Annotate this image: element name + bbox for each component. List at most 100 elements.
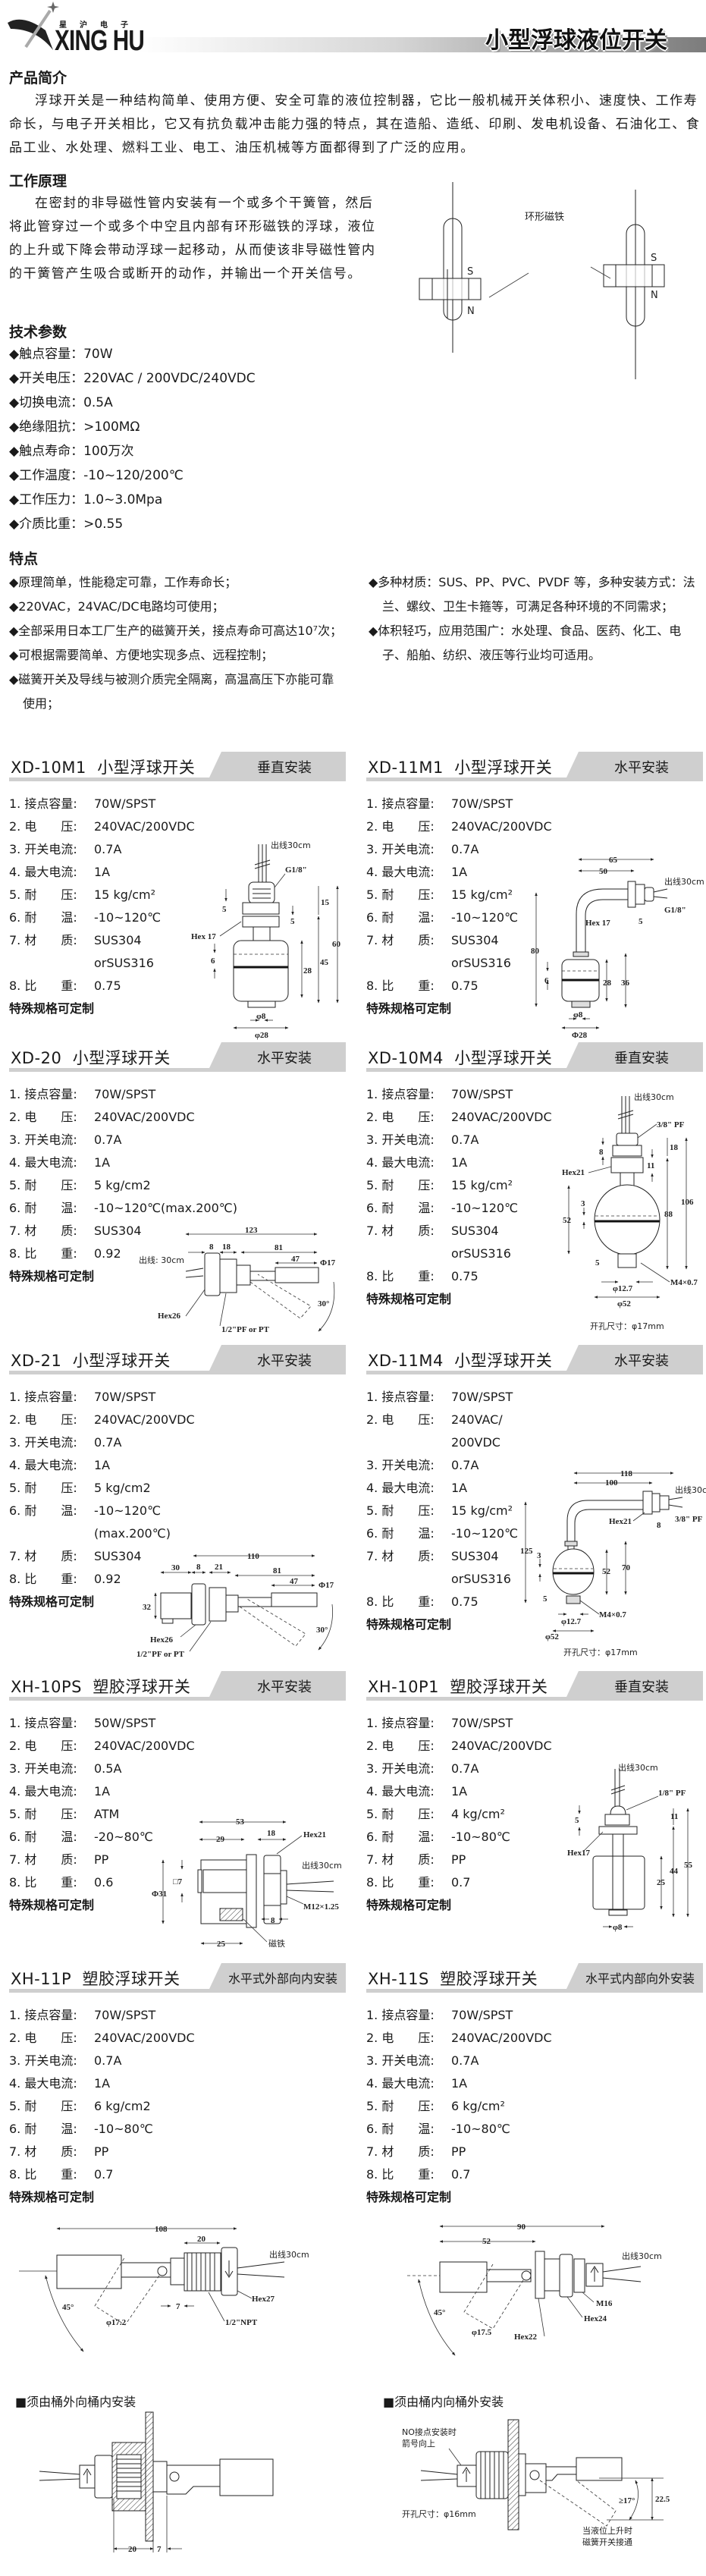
spec-value: 70W/SPST [94, 1087, 156, 1101]
spec-value: 0.7A [94, 1132, 122, 1147]
spec-value: -10~80℃ [451, 2122, 510, 2136]
custom-spec-note: 特殊规格可定制 [9, 1001, 95, 1016]
spec-row: 8. 比 重:0.75 [366, 1591, 703, 1613]
spec-row: 5. 耐 压:6 kg/cm² [366, 2095, 703, 2118]
spec-row: 2. 电 压:240VAC/200VDC [9, 1735, 346, 1758]
spec-row: 6. 耐 温:-20~80℃ [9, 1826, 346, 1849]
dim-label: 20 [197, 2235, 206, 2244]
mount-type-label: 垂直安装 [257, 760, 312, 776]
spec-label: 6. 耐 温: [9, 1503, 77, 1518]
spec-value: -10~120℃ [451, 910, 519, 925]
spec-label: 5. 耐 压: [9, 1178, 77, 1192]
spec-row: 4. 最大电流:1A [9, 2072, 346, 2095]
spacer [429, 1970, 440, 1988]
dim-label: 52 [482, 2237, 491, 2246]
spec-label: 2. 电 压: [9, 1412, 77, 1427]
card-title: XD-11M4 小型浮球开关 [368, 1349, 552, 1371]
tech-param-item: ◆绝缘阻抗：>100MΩ [9, 419, 140, 435]
model-number: XH-10P1 [368, 1678, 440, 1696]
spec-value: SUS304 [451, 1224, 499, 1238]
spec-row: 7. 材 质: SUS304 [366, 1545, 703, 1568]
spec-label: 3. 开关电流: [9, 2053, 77, 2068]
spec-value: orSUS316 [451, 1246, 511, 1261]
dim-label: Hex26 [158, 1312, 180, 1321]
pole-n-label: N [467, 306, 475, 317]
custom-spec-note: 特殊规格可定制 [9, 1269, 95, 1283]
mount-type-tab: 水平式外部向内安装 [209, 1963, 346, 1989]
custom-spec-note: 特殊规格可定制 [366, 1001, 452, 1016]
spec-value: 240VAC/200VDC [94, 1739, 195, 1753]
spec-value: 0.7A [94, 842, 122, 856]
pole-s-label: S [467, 266, 473, 278]
spacer [86, 759, 97, 777]
spec-label: 7. 材 质: [366, 1549, 435, 1563]
dim-label: 7 [176, 2302, 180, 2311]
intro-paragraph: 浮球开关是一种结构简单、使用方便、安全可靠的液位控制器，它比一般机械开关体积小、… [9, 93, 701, 156]
card-header: XH-10PS 塑胶浮球开关水平安装 [9, 1671, 346, 1701]
spec-label: 3. 开关电流: [9, 842, 77, 856]
spec-value: SUS304 [451, 1549, 499, 1563]
spec-label: 7. 材 质: [9, 1852, 77, 1867]
spec-label: 7. 材 质: [366, 1224, 435, 1238]
spec-label: 1. 接点容量: [9, 2008, 77, 2022]
mount-type-tab: 水平安装 [566, 1345, 703, 1371]
hole-size-label: 开孔尺寸：φ17mm [590, 1321, 664, 1331]
logo-swoosh-icon [8, 2, 59, 50]
spec-row: 4. 最大电流:1A [366, 2072, 703, 2095]
note-label: 箭号向上 [402, 2438, 435, 2449]
spec-value: 70W/SPST [451, 1716, 513, 1730]
spec-row: 5. 耐 压:4 kg/cm² [366, 1803, 703, 1826]
spec-value: 240VAC/200VDC [451, 1110, 552, 1124]
spec-value: orSUS316 [94, 956, 154, 970]
spec-row: 8. 比 重:0.75 [9, 975, 346, 997]
card-header: XD-10M4 小型浮球开关垂直安装 [366, 1042, 703, 1072]
spec-value: (max.200℃) [94, 1526, 171, 1541]
spec-row: 3. 开关电流:0.7A [9, 1431, 346, 1454]
spec-row: 2. 电 压:240VAC/200VDC [366, 1735, 703, 1758]
spec-value: 70W/SPST [451, 2008, 513, 2022]
spacer [444, 1049, 454, 1067]
spec-label: 4. 最大电流: [366, 2076, 435, 2091]
dim-label: 30° [316, 1626, 328, 1635]
product-name: 小型浮球开关 [97, 759, 196, 777]
spec-row: 3. 开关电流:0.7A [366, 1758, 703, 1780]
spec-value: 0.75 [451, 1269, 479, 1283]
spec-label: 1. 接点容量: [366, 2008, 435, 2022]
spec-label: 7. 材 质: [9, 933, 77, 947]
spacer [61, 1352, 72, 1370]
mount-type-tab: 水平安装 [209, 1042, 346, 1068]
card-title: XD-21 小型浮球开关 [11, 1349, 171, 1371]
spec-value: 240VAC/200VDC [94, 2031, 195, 2045]
spec-value: 15 kg/cm² [94, 887, 156, 902]
spec-value: 6 kg/cm2 [94, 2099, 151, 2113]
spec-row: 1. 接点容量:70W/SPST [9, 2004, 346, 2027]
spec-row: 5. 耐 压:15 kg/cm² [9, 884, 346, 906]
spec-value: 1A [451, 1155, 468, 1170]
spec-value: PP [94, 1852, 109, 1867]
card-header: XD-21 小型浮球开关水平安装 [9, 1345, 346, 1374]
dim-label: ≥17° [619, 2496, 635, 2505]
model-number: XD-20 [11, 1049, 62, 1067]
spec-label: 6. 耐 温: [366, 1830, 435, 1844]
spec-row: 3. 开关电流: 0.7A [9, 838, 346, 861]
spec-label: 5. 耐 压: [9, 1807, 77, 1821]
feature-item: ◆可根据需要简单、方便地实现多点、远程控制； [9, 648, 274, 662]
spec-row-continued: orSUS316 [9, 952, 346, 975]
spec-row: 1. 接点容量:70W/SPST [366, 1386, 703, 1409]
model-number: XD-21 [11, 1352, 62, 1370]
custom-spec-note: 特殊规格可定制 [366, 1617, 452, 1632]
spec-label: 7. 材 质: [366, 2144, 435, 2159]
spec-label: 5. 耐 压: [9, 2099, 77, 2113]
spec-label: 8. 比 重: [9, 979, 77, 993]
feature-item: ◆全部采用日本工厂生产的磁簧开关，接点寿命可高达10⁷次； [9, 624, 343, 638]
spec-label: 5. 耐 压: [9, 1481, 77, 1495]
tech-param-item: ◆触点寿命：100万次 [9, 444, 134, 459]
spec-row: 5. 耐 压:5 kg/cm2 [9, 1174, 346, 1197]
spec-row: 4. 最大电流:1A [366, 861, 703, 884]
spec-row: 4. 最大电流:1A [366, 1477, 703, 1500]
mount-type-label: 水平安装 [257, 1051, 312, 1067]
card-header: XH-10P1 塑胶浮球开关垂直安装 [366, 1671, 703, 1701]
spec-row: 6. 耐 温:-10~120℃ [366, 1197, 703, 1220]
